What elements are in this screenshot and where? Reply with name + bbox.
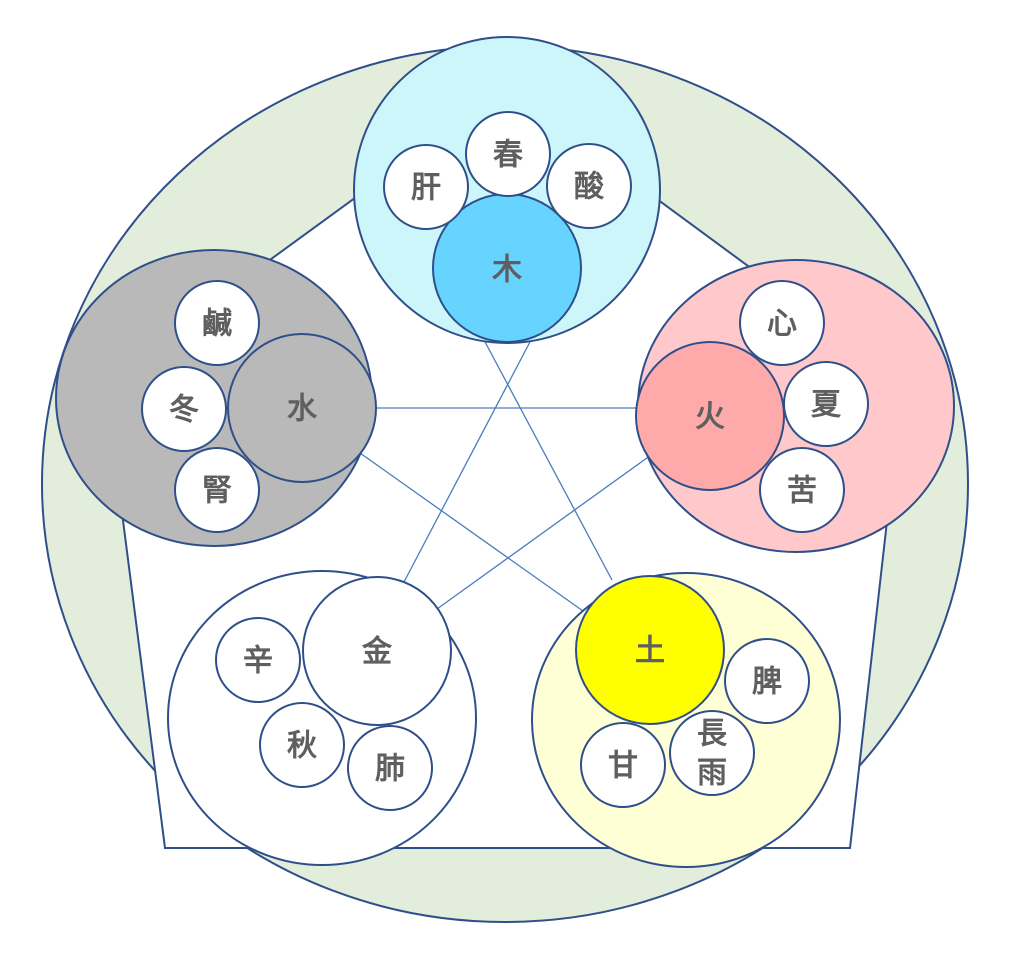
earth-organ-circle [724, 638, 810, 724]
earth-taste-label: 甘 [608, 749, 638, 784]
metal-core-circle [302, 576, 452, 726]
water-group: 水 鹹 冬 腎 [55, 249, 377, 547]
wood-season-label: 春 [493, 138, 523, 173]
wood-element-label: 木 [491, 253, 522, 288]
star-line-fire-metal [436, 454, 652, 610]
wood-taste-label: 酸 [574, 170, 605, 205]
fire-taste-circle [759, 447, 845, 533]
water-season-circle [141, 366, 227, 452]
fire-element-label: 火 [695, 400, 725, 435]
water-taste-label: 鹹 [202, 307, 232, 342]
metal-taste-label: 辛 [243, 644, 273, 679]
metal-season-circle [259, 702, 345, 788]
metal-group: 金 辛 秋 肺 [167, 570, 477, 866]
fire-core-circle [635, 341, 785, 491]
metal-organ-label: 肺 [375, 752, 405, 787]
earth-element-label: 土 [635, 634, 665, 669]
star-lines [359, 339, 652, 612]
fire-organ-circle [739, 280, 825, 366]
earth-core-circle [575, 575, 725, 725]
metal-element-label: 金 [361, 635, 393, 670]
metal-taste-circle [215, 617, 301, 703]
earth-season-circle [669, 710, 755, 796]
star-line-wood-metal [403, 339, 532, 583]
water-organ-circle [174, 447, 260, 533]
wood-taste-circle [546, 143, 632, 229]
earth-season-label-line1: 長 [697, 717, 728, 752]
wood-season-circle [465, 111, 551, 197]
fire-season-label: 夏 [811, 388, 842, 423]
fire-season-circle [783, 361, 869, 447]
metal-organ-circle [347, 725, 433, 811]
earth-organ-label: 脾 [752, 665, 782, 700]
water-organ-label: 腎 [202, 474, 232, 509]
wood-organ-circle [383, 144, 469, 230]
earth-group: 土 脾 長 雨 甘 [531, 572, 841, 868]
metal-season-label: 秋 [287, 729, 317, 764]
water-element-label: 水 [287, 392, 318, 427]
fire-organ-label: 心 [767, 307, 797, 342]
fire-group: 火 心 夏 苦 [635, 259, 955, 553]
fire-taste-label: 苦 [787, 474, 817, 509]
water-taste-circle [174, 280, 260, 366]
earth-taste-circle [580, 722, 666, 808]
water-season-label: 冬 [169, 393, 199, 428]
star-line-wood-earth [483, 339, 613, 581]
earth-season-label-line2: 雨 [697, 756, 727, 791]
water-core-circle [227, 333, 377, 483]
star-line-water-earth [359, 452, 584, 612]
wood-group: 木 肝 春 酸 [353, 36, 661, 344]
wood-organ-label: 肝 [411, 171, 441, 206]
